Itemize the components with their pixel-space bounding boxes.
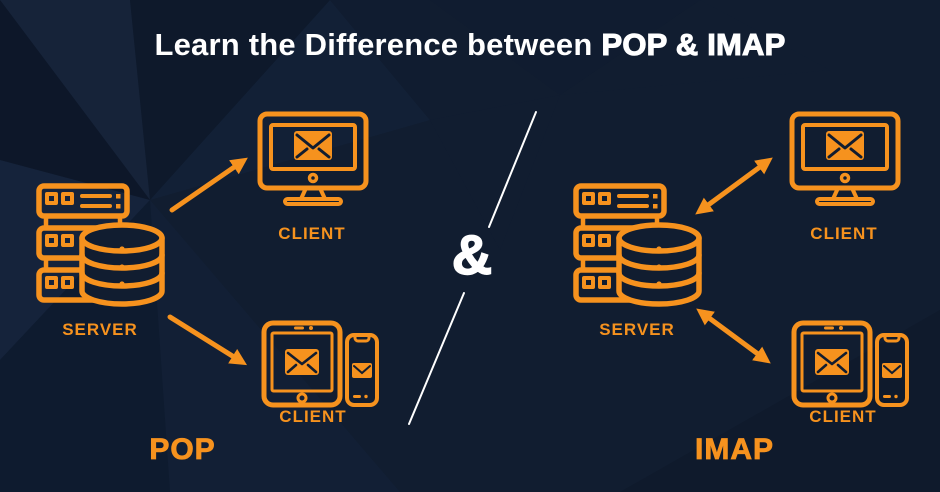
title-bold-part: POP & IMAP [601, 26, 786, 62]
center-ampersand: & [451, 222, 493, 287]
imap-client-phone-icon [874, 332, 910, 413]
imap-arrow-server-monitor-twoway [695, 157, 773, 215]
imap-client-monitor-label: CLIENT [810, 224, 878, 243]
divider-line-top [488, 111, 537, 228]
imap-arrow-server-mobile-twoway [696, 308, 771, 364]
tablet-email-icon [261, 320, 343, 408]
pop-client-monitor-label: CLIENT [278, 224, 346, 243]
title-regular-part: Learn the Difference between [154, 27, 593, 62]
pop-arrow-server-to-monitor [169, 157, 248, 213]
pop-client-mobile-label: CLIENT [279, 407, 347, 426]
desktop-monitor-email-icon [789, 111, 901, 206]
pop-client-phone-icon [344, 332, 380, 413]
smartphone-email-icon [345, 333, 379, 407]
imap-server-label: SERVER [599, 320, 675, 339]
desktop-monitor-email-icon [257, 111, 369, 206]
imap-client-tablet-icon [791, 320, 873, 413]
pop-server-label: SERVER [62, 320, 138, 339]
pop-client-monitor-icon [257, 111, 369, 216]
pop-protocol-label: POP [149, 433, 216, 467]
smartphone-email-icon [875, 333, 909, 407]
imap-server-icon [573, 183, 705, 318]
server-database-icon [573, 183, 702, 307]
pop-arrow-server-to-mobile [167, 314, 248, 366]
imap-protocol-label: IMAP [695, 433, 774, 467]
divider-line-bottom [408, 292, 465, 425]
tablet-email-icon [791, 320, 873, 408]
server-database-icon [36, 183, 165, 307]
imap-client-mobile-label: CLIENT [809, 407, 877, 426]
pop-server-icon [36, 183, 168, 318]
pop-client-tablet-icon [261, 320, 343, 413]
imap-client-monitor-icon [789, 111, 901, 216]
